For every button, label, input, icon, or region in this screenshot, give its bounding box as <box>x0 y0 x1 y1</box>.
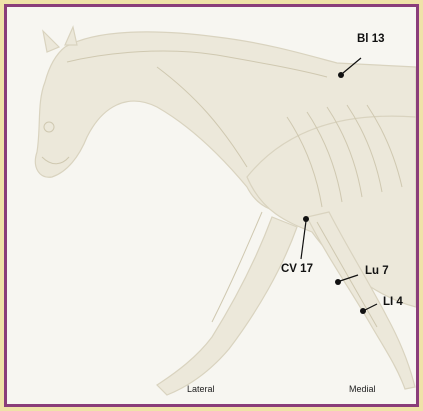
illustration-panel: Bl 13 CV 17 Lu 7 LI 4 Lateral Medial <box>4 4 419 407</box>
horse-silhouette <box>35 27 416 395</box>
marker-li4 <box>360 308 366 314</box>
label-li4: LI 4 <box>383 296 403 308</box>
caption-lateral: Lateral <box>187 384 215 394</box>
horse-skeleton-illustration <box>7 7 416 404</box>
marker-cv17 <box>303 216 309 222</box>
label-cv17: CV 17 <box>281 263 313 275</box>
caption-medial: Medial <box>349 384 376 394</box>
label-lu7: Lu 7 <box>365 265 389 277</box>
marker-lu7 <box>335 279 341 285</box>
label-bl13: Bl 13 <box>357 33 385 45</box>
marker-bl13 <box>338 72 344 78</box>
